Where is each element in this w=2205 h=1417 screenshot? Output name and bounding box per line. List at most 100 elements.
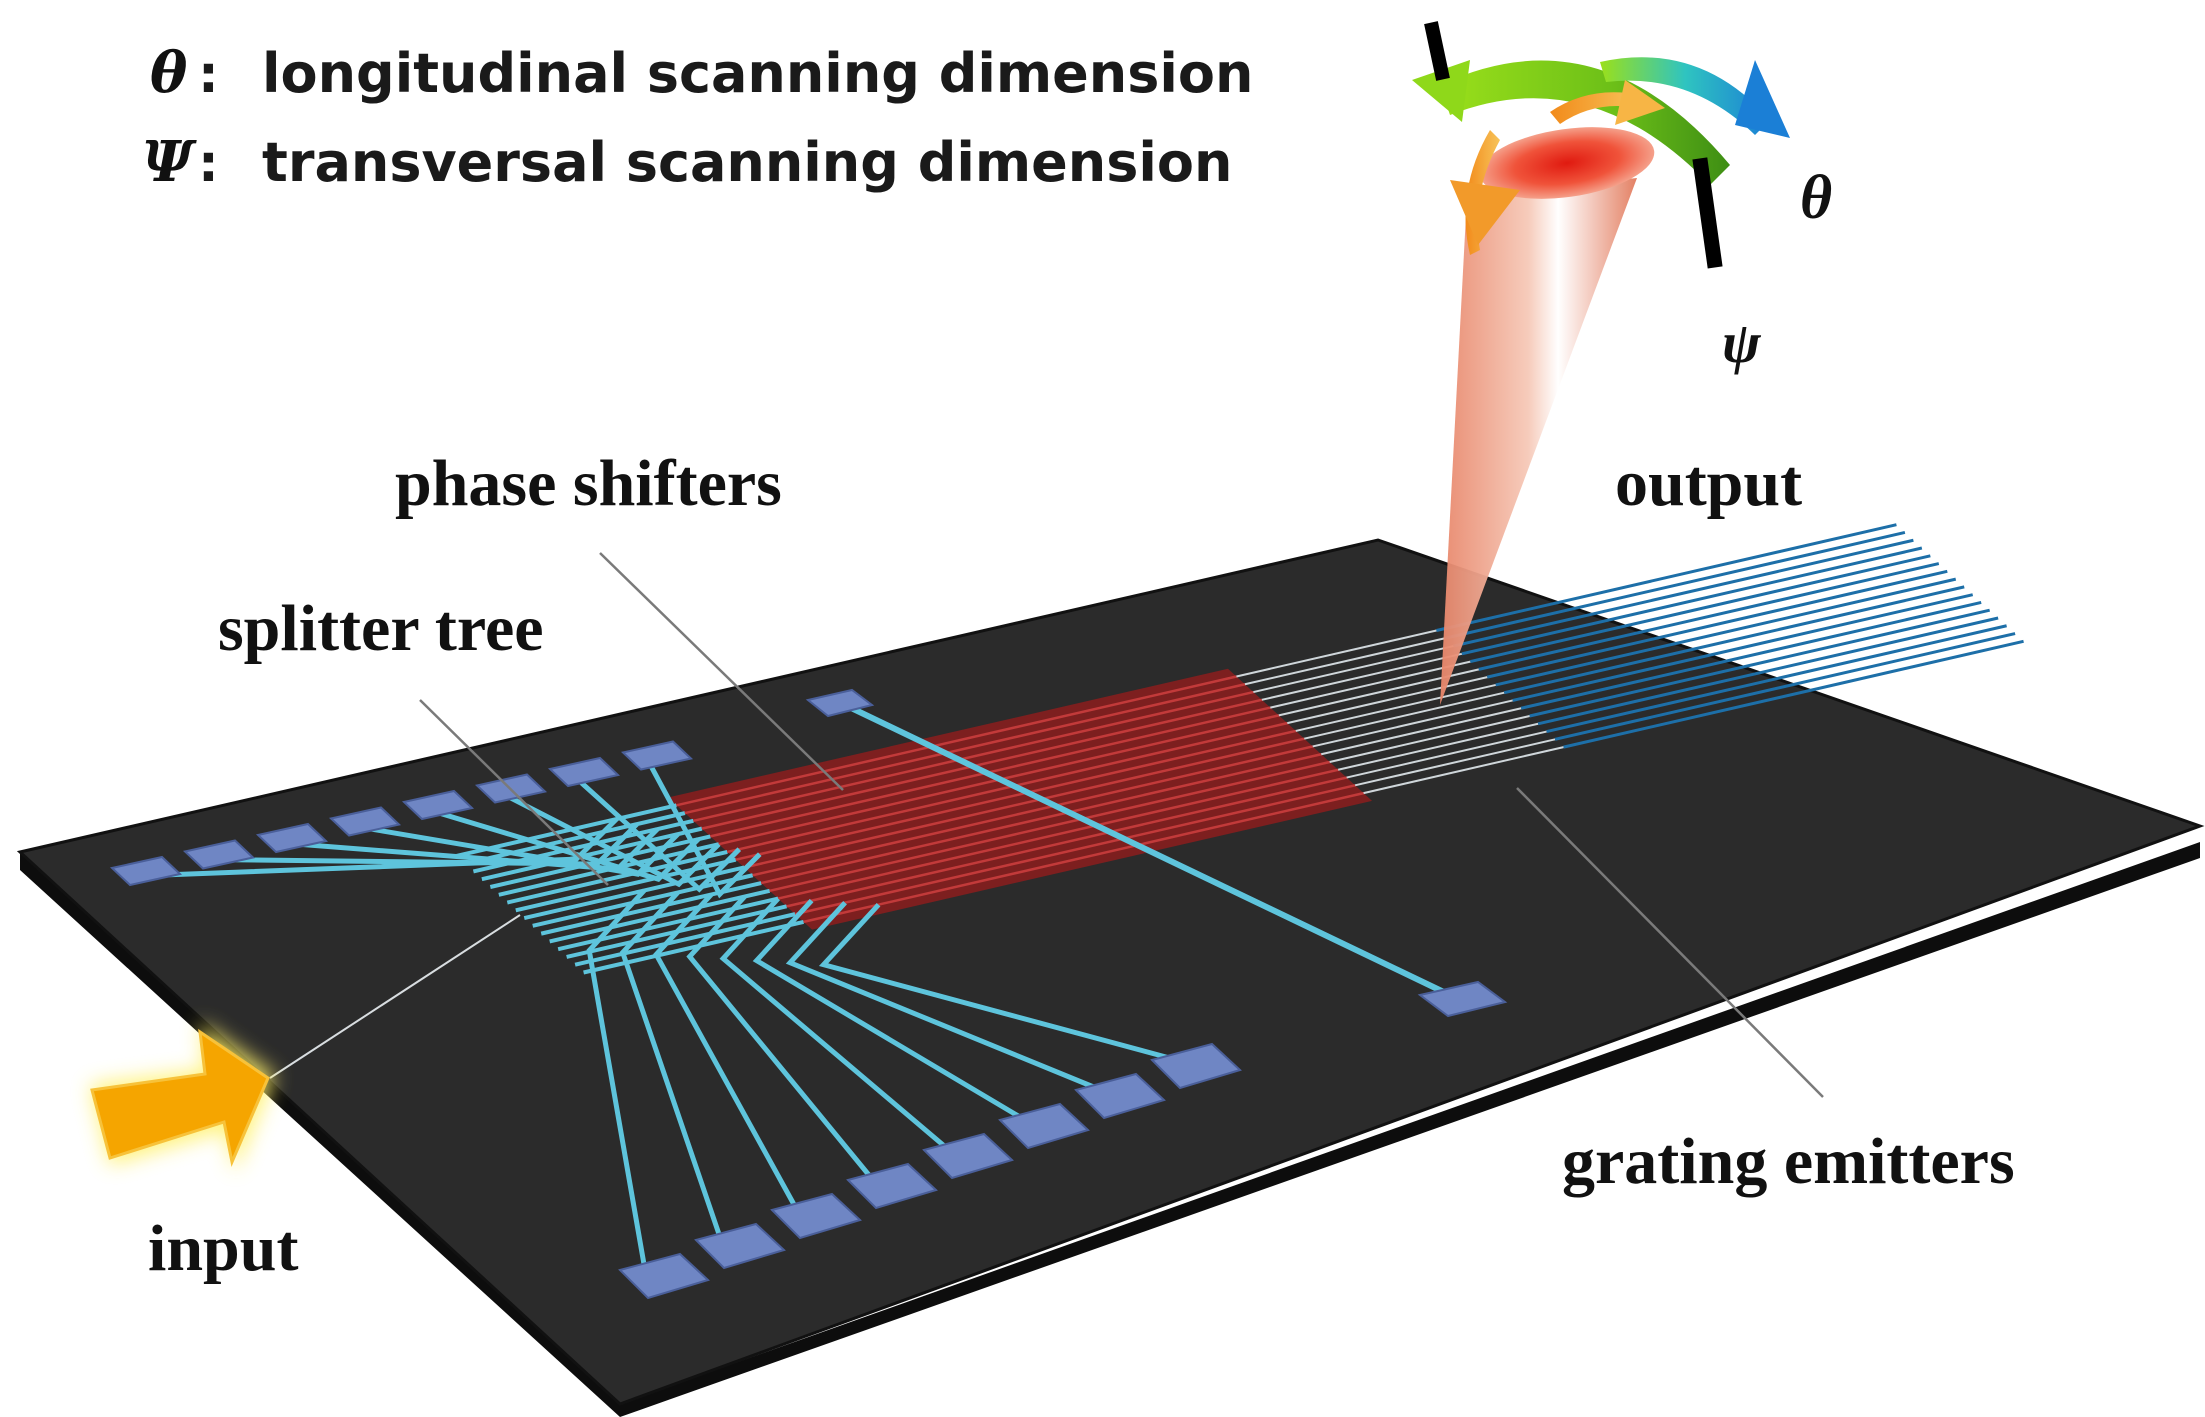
electrode-pad	[770, 1192, 862, 1240]
label-output: output	[1615, 447, 1802, 520]
routing-waveguide	[1270, 660, 1471, 709]
grating-emitter	[1563, 639, 2024, 749]
electrode-pad	[618, 1252, 710, 1300]
grating-emitter	[1469, 554, 1931, 664]
legend-psi-text: transversal scanning dimension	[262, 131, 1232, 194]
bundle-waveguide	[464, 811, 686, 866]
electrode-pad	[1074, 1072, 1166, 1120]
phase-shifter-line	[743, 737, 1305, 869]
leader-lines	[419, 552, 1824, 1098]
leader-grating-emitters	[1516, 787, 1824, 1098]
routing-waveguide	[1295, 683, 1496, 732]
routing-waveguide	[1346, 730, 1547, 779]
label-splitter-tree: splitter tree	[218, 592, 544, 665]
grating-emitter	[1436, 523, 1897, 632]
phase-shifter-line	[786, 776, 1347, 908]
leader-splitter-tree	[419, 699, 609, 886]
grating-emitter	[1529, 608, 1991, 718]
routing-waveguide	[1244, 637, 1446, 686]
electrode-route	[209, 822, 639, 867]
grating-emitter	[1453, 538, 1914, 648]
grating-emitter	[1478, 562, 1940, 671]
label-input: input	[148, 1212, 298, 1285]
electrode-pad	[1150, 1042, 1242, 1090]
ground-pad-top	[805, 688, 875, 718]
waveguide-network	[109, 523, 2024, 1300]
bundle-waveguide	[583, 919, 805, 975]
grating-emitter	[1512, 593, 1974, 702]
legend-psi-symbol: Ψ	[142, 129, 197, 195]
arrow-right-icon	[90, 1022, 275, 1172]
routing-waveguide	[1329, 715, 1530, 763]
label-phase-shifters: phase shifters	[395, 447, 782, 520]
phase-shifter-line	[803, 791, 1364, 924]
input-waveguide	[269, 914, 521, 1079]
bundle-waveguide	[549, 888, 771, 944]
electrode-route	[653, 892, 800, 1212]
green-arc-head	[1412, 60, 1470, 122]
electrode-route	[500, 791, 721, 888]
electrode-pad	[620, 740, 694, 771]
routing-waveguide	[1363, 746, 1564, 795]
beam-spot	[1479, 127, 1655, 199]
green-arc	[1440, 60, 1730, 185]
electrode-route	[586, 888, 648, 1271]
phase-shifter-line	[676, 675, 1237, 807]
grating-emitter	[1503, 585, 1965, 695]
grating-emitter	[1554, 632, 2016, 741]
grating-emitter	[1486, 569, 1948, 679]
electrode-route	[785, 900, 1102, 1093]
input-arrow-body	[90, 1028, 270, 1168]
electrode-pad	[328, 806, 402, 837]
electrode-pad	[694, 1222, 786, 1270]
orange-arc-upper	[1550, 92, 1640, 124]
ground-pad-bottom	[1417, 980, 1508, 1018]
electrode-pad	[998, 1102, 1090, 1150]
orange-arc-head-2	[1615, 80, 1665, 125]
routing-waveguide	[1304, 691, 1505, 740]
electrode-route	[686, 894, 875, 1182]
beam-cone-icon	[1440, 127, 1655, 705]
electrode-route	[428, 807, 701, 882]
electrode-pad	[255, 822, 329, 854]
electrode-pad	[547, 756, 621, 788]
legend-theta-colon: :	[198, 45, 219, 105]
routing-waveguide	[1236, 629, 1437, 678]
electrode-route	[136, 817, 619, 879]
curved-arrows-icon	[1412, 21, 1790, 269]
electrode-pad	[922, 1132, 1014, 1180]
label-grating-emitters: grating emitters	[1562, 1125, 2015, 1198]
electrode-route	[619, 890, 724, 1241]
bundle-waveguide	[515, 857, 737, 913]
routing-waveguide	[1312, 699, 1513, 748]
electrode-route	[645, 759, 762, 899]
grating-emitter	[1461, 546, 1923, 656]
phase-shifter-line	[693, 690, 1254, 823]
phase-shifter-line	[752, 745, 1313, 877]
phase-shifter-line	[684, 683, 1246, 815]
electrode-route	[818, 902, 1178, 1063]
electrode-route	[573, 775, 742, 893]
psi-marker-right	[1692, 157, 1723, 269]
grating-emitter	[1520, 600, 1982, 710]
legend: θ : longitudinal scanning dimension Ψ : …	[142, 40, 1253, 195]
legend-theta-text: longitudinal scanning dimension	[262, 42, 1253, 105]
phase-shifter-line	[777, 768, 1339, 900]
phase-shifter-line	[701, 698, 1263, 830]
phase-shifter-line	[735, 729, 1297, 861]
grating-emitter	[1444, 531, 1906, 640]
rainbow-arc	[1600, 57, 1770, 136]
routing-waveguide	[1261, 652, 1463, 701]
electrode-route	[719, 896, 951, 1152]
phase-shifter-line	[760, 753, 1322, 885]
orange-arc-head	[1450, 180, 1520, 245]
electrode-pad	[401, 789, 475, 821]
bundle-waveguide	[506, 849, 728, 905]
legend-theta-symbol: θ	[150, 40, 188, 106]
legend-psi-colon: :	[198, 134, 219, 194]
electrode-pad	[109, 855, 183, 887]
bundle-waveguide	[481, 826, 703, 882]
beam-cone	[1440, 178, 1637, 705]
label-theta: θ	[1800, 164, 1832, 232]
